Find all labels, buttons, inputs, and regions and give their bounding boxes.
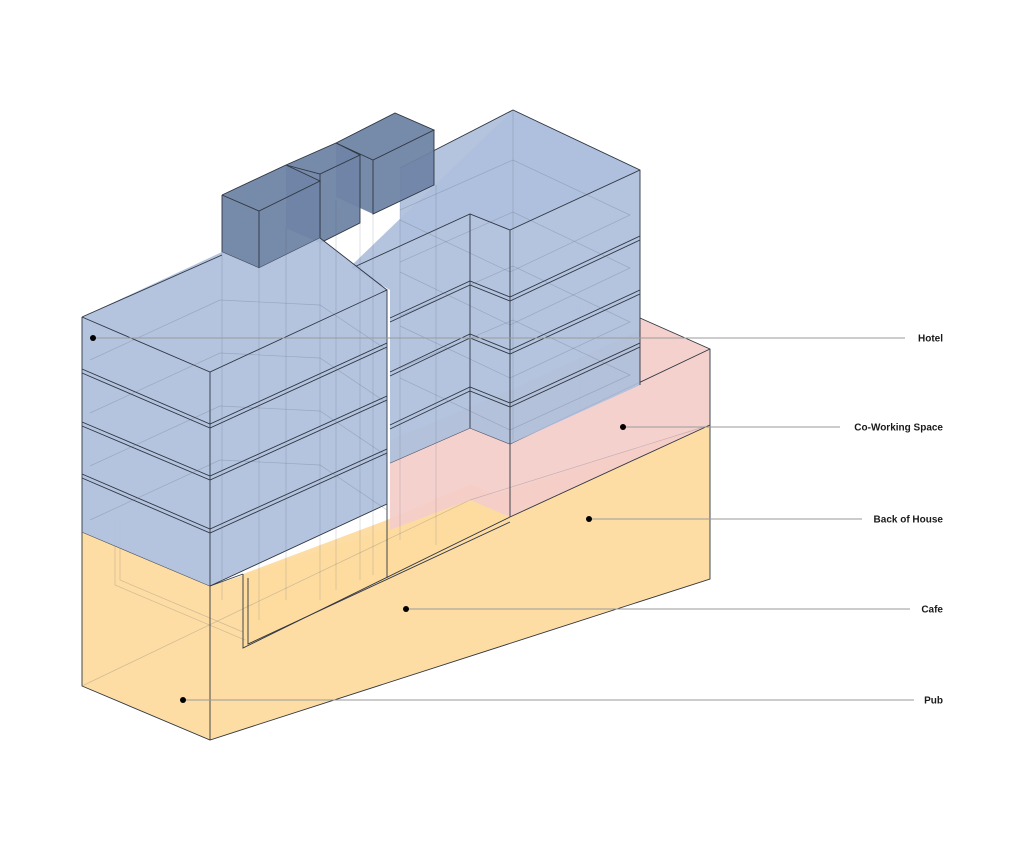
hotel-left-side-face xyxy=(210,290,387,586)
cafe-marker xyxy=(403,606,409,612)
hotel-right-inset xyxy=(352,214,510,463)
callout-hotel: Hotel xyxy=(90,334,943,345)
hotel-right-roofplate xyxy=(400,110,640,246)
callout-pub: Pub xyxy=(180,696,943,707)
hotel-left-top xyxy=(82,238,387,372)
hotel-left-tower xyxy=(81,200,388,620)
label-cafe: Cafe xyxy=(921,605,943,616)
coworking-marker xyxy=(620,424,626,430)
callout-cafe: Cafe xyxy=(403,605,943,616)
coworking-front xyxy=(510,349,710,517)
hotel-right-front xyxy=(510,170,640,444)
pub-marker xyxy=(180,697,186,703)
callout-back-of-house: Back of House xyxy=(586,515,943,526)
cafe-face xyxy=(210,425,710,740)
hotel-left-floor-lines xyxy=(81,342,388,587)
label-pub: Pub xyxy=(924,696,943,707)
label-back-of-house: Back of House xyxy=(874,515,944,526)
rooftop-box-3 xyxy=(336,113,434,214)
hotel-left-front-face xyxy=(82,317,210,586)
podium-top xyxy=(243,520,387,648)
label-coworking: Co-Working Space xyxy=(854,423,943,434)
rooftop-boxes xyxy=(221,112,436,269)
label-hotel: Hotel xyxy=(918,334,943,345)
rooftop-box-1 xyxy=(222,165,320,268)
hotel-right-floor-lines xyxy=(389,214,641,430)
callout-coworking: Co-Working Space xyxy=(620,423,943,434)
podium-volume xyxy=(81,424,711,741)
pub-face xyxy=(82,532,210,740)
hotel-right-tower xyxy=(351,109,641,545)
hotel-marker xyxy=(90,335,96,341)
back-of-house-marker xyxy=(586,516,592,522)
coworking-inset xyxy=(390,428,510,530)
